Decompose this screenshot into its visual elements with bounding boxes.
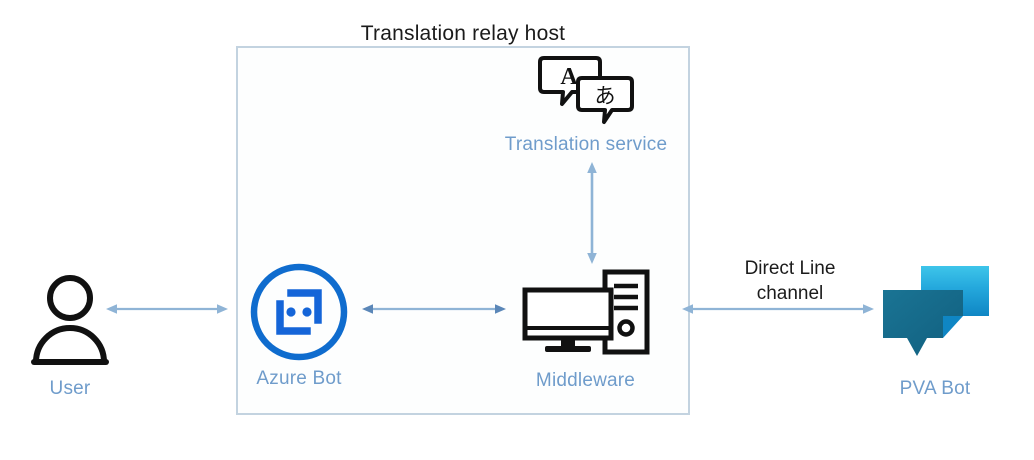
direct-line-channel-label: Direct Line channel: [700, 256, 880, 306]
bidirectional-arrow-icon: [587, 162, 597, 264]
connector-translation-service-middleware: [583, 160, 601, 271]
node-translation-service[interactable]: A あ Translation service: [492, 52, 680, 156]
pva-bot-icon-wrap: [862, 252, 1008, 364]
user-person-icon: [31, 275, 109, 365]
node-translation-service-label: Translation service: [504, 134, 668, 155]
node-pva-bot-label: PVA Bot: [899, 378, 971, 399]
translation-speech-bubbles-icon: A あ: [538, 56, 634, 124]
connector-user-azure-bot: [104, 300, 230, 323]
pva-chat-bubbles-icon: [883, 266, 989, 356]
node-azure-bot[interactable]: Azure Bot: [228, 258, 370, 390]
node-user-label: User: [49, 378, 91, 399]
relay-host-title: Translation relay host: [360, 22, 566, 45]
translation-icon-wrap: A あ: [492, 52, 680, 128]
node-pva-bot[interactable]: PVA Bot: [862, 252, 1008, 400]
bidirectional-arrow-icon: [682, 304, 874, 314]
connector-azure-bot-middleware: [360, 300, 508, 323]
azure-bot-icon: [250, 263, 348, 361]
translation-glyph-japanese: あ: [595, 84, 616, 108]
node-middleware[interactable]: Middleware: [508, 262, 663, 392]
connector-middleware-pva-bot: [680, 300, 876, 323]
azure-bot-icon-wrap: [228, 258, 370, 366]
direct-line-channel-line-1: Direct Line: [744, 258, 836, 279]
node-azure-bot-label: Azure Bot: [256, 368, 342, 389]
direct-line-channel-line-2: channel: [756, 283, 824, 304]
user-icon-wrap: [0, 272, 140, 368]
node-middleware-label: Middleware: [535, 370, 636, 391]
bidirectional-arrow-icon: [106, 304, 228, 314]
desktop-computer-icon: [522, 269, 649, 355]
middleware-icon-wrap: [508, 262, 663, 362]
node-user[interactable]: User: [0, 272, 140, 400]
translation-glyph-latin: A: [560, 64, 578, 90]
bidirectional-arrow-icon: [362, 304, 506, 314]
